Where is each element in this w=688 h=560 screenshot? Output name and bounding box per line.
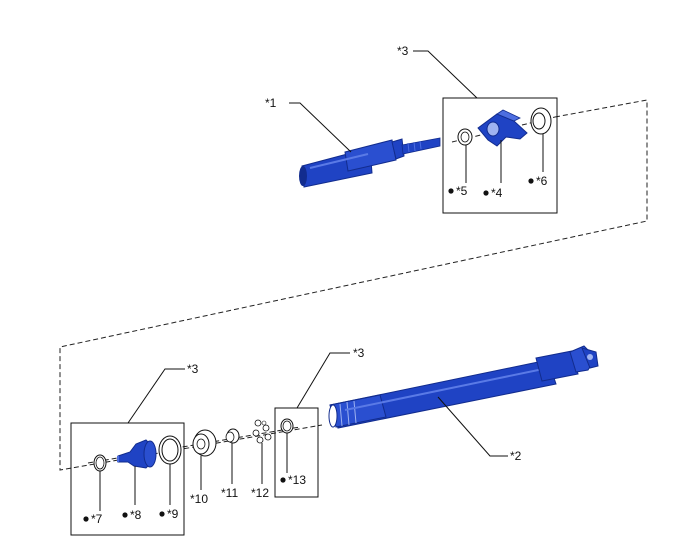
dust-deflector-part — [530, 107, 552, 135]
lower-kit-box-right — [274, 407, 319, 498]
inner-race-part — [225, 428, 240, 444]
leader-3-upper — [413, 50, 478, 99]
bullet-9 — [159, 511, 165, 517]
rear-propeller-shaft — [328, 345, 599, 429]
callout-8: *8 — [130, 508, 142, 522]
leader-3-lower-left — [127, 368, 185, 424]
boot-band-part — [158, 435, 182, 465]
bullet-6 — [528, 178, 534, 184]
bearing-spacer-part — [457, 128, 473, 146]
bullet-7 — [83, 516, 89, 522]
callout-9: *9 — [167, 507, 179, 521]
upper-kit-box — [442, 97, 558, 214]
callout-12: *12 — [251, 486, 269, 500]
leader-1 — [289, 102, 352, 153]
lower-kit-box-left — [70, 422, 185, 536]
callout-10: *10 — [190, 492, 208, 506]
center-support-bearing-part — [477, 109, 528, 147]
bullet-4 — [483, 190, 489, 196]
callout-5: *5 — [456, 184, 468, 198]
outer-race-part — [192, 429, 217, 457]
bullet-5 — [448, 188, 454, 194]
leader-3-lower-right — [296, 352, 350, 409]
callout-3-upper: *3 — [397, 44, 409, 58]
callout-2: *2 — [510, 449, 522, 463]
callout-13: *13 — [288, 473, 306, 487]
boot-clamp-part — [93, 454, 107, 472]
callout-4: *4 — [491, 186, 503, 200]
boot-part — [117, 439, 157, 469]
leader-2 — [437, 396, 508, 457]
bullet-8 — [122, 512, 128, 518]
callout-6: *6 — [536, 174, 548, 188]
callout-11: *11 — [221, 486, 238, 500]
callout-1: *1 — [265, 96, 277, 110]
callout-3-lower-right: *3 — [353, 346, 365, 360]
callout-3-lower-left: *3 — [187, 362, 199, 376]
snap-ring-part — [280, 418, 294, 434]
alignment-dashed-line — [59, 99, 648, 471]
front-propeller-shaft — [299, 137, 441, 188]
balls-part — [252, 419, 272, 444]
bullet-13 — [280, 477, 286, 483]
callout-7: *7 — [91, 512, 103, 526]
